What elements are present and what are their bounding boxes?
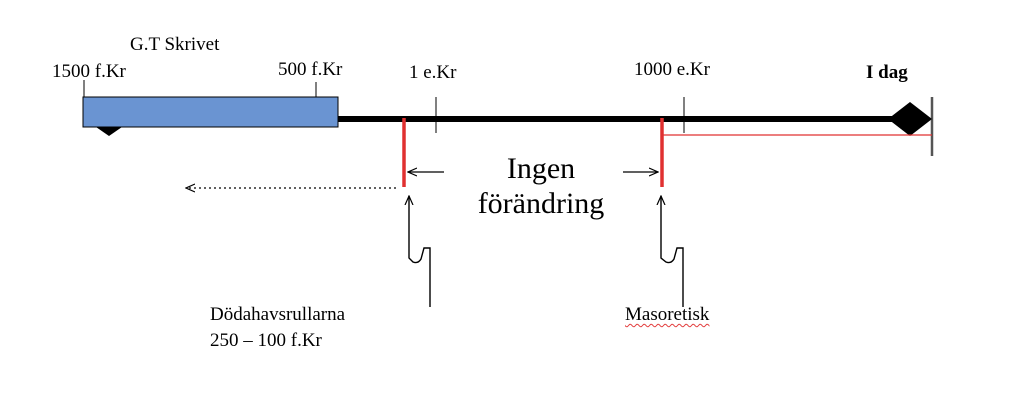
masoretic-label: Masoretisk xyxy=(625,304,710,325)
scrolls-label: Dödahavsrullarna xyxy=(210,304,346,325)
today-diamond xyxy=(888,102,932,136)
no-change-label: Ingen förändring xyxy=(466,152,616,221)
scrolls-date: 250 – 100 f.Kr xyxy=(210,330,322,351)
tick-label-today: I dag xyxy=(866,62,908,83)
written-label: G.T Skrivet xyxy=(130,34,220,55)
masoretic-up-arrow xyxy=(661,196,684,307)
scrolls-up-arrow xyxy=(409,196,431,307)
tick-label-1000-ad: 1000 e.Kr xyxy=(634,59,710,80)
bar-triangle-marker xyxy=(96,127,122,136)
tick-label-1500-bc: 1500 f.Kr xyxy=(52,61,126,82)
no-change-line-1: Ingen xyxy=(506,152,576,185)
tick-label-1-ad: 1 e.Kr xyxy=(409,62,457,83)
written-period-bar xyxy=(82,96,339,128)
no-change-line-2: förändring xyxy=(477,186,605,220)
tick-label-500-bc: 500 f.Kr xyxy=(278,59,343,80)
